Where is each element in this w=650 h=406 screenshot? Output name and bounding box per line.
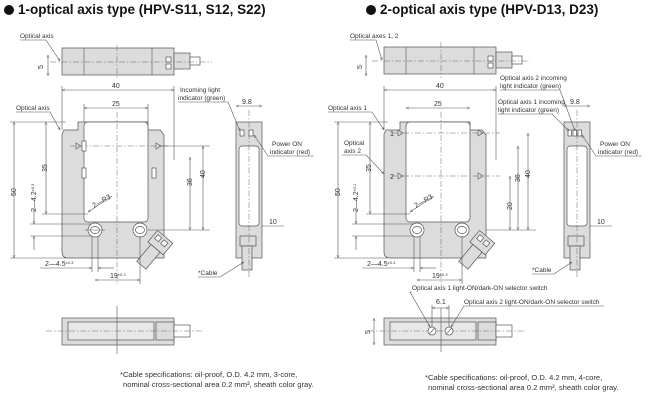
dim-10: 10 <box>269 219 277 226</box>
label-power-on-1-right: Power ON <box>600 141 630 148</box>
label-switch-axis-1: Optical axis 1 light-ON/dark-ON selector… <box>412 285 548 292</box>
bullet-icon <box>4 5 14 15</box>
dim-hole-4-2-tol-right: ±0.2 <box>352 183 357 192</box>
label-power-on-2-right: indicator (red) <box>598 149 638 156</box>
dim-19-tol: ±0.3 <box>118 272 127 277</box>
dim-50-right: 50 <box>335 188 342 196</box>
dim-36: 36 <box>187 178 194 186</box>
label-optical-axis-2b: axis 2 <box>344 148 361 155</box>
dim-40-width-right: 40 <box>436 83 444 90</box>
svg-text:2—4.5±0.3: 2—4.5±0.3 <box>367 260 396 268</box>
bullet-icon <box>366 5 376 15</box>
dim-hole-4-5-tol-right: ±0.3 <box>388 260 397 265</box>
left-bottom-view <box>46 306 204 354</box>
right-top-view: 5 Optical axes 1, 2 <box>350 33 530 78</box>
dim-hole-4-2: 2—4.2 <box>31 191 38 212</box>
left-cable-note: *Cable specifications: oil-proof, O.D. 4… <box>120 370 314 389</box>
svg-text:2—4.2±0.2: 2—4.2±0.2 <box>352 183 360 212</box>
dim-19: 19 <box>110 273 118 280</box>
right-front-view: 1 2 40 25 50 35 2—4.2±0.2 2—R3 <box>328 83 536 285</box>
dim-5-bottom: 5 <box>365 330 372 334</box>
label-axis1-indicator-1: Optical axis 1 incoming <box>498 99 565 106</box>
dim-9-8-right: 9.8 <box>570 99 580 106</box>
right-bottom-view: 5 6.1 Optical axis 1 light-ON/dark-ON se… <box>365 285 604 352</box>
axis-number-2: 2 <box>390 174 394 181</box>
svg-text:2—4.2±0.3: 2—4.2±0.3 <box>30 183 38 212</box>
dim-19-right: 19 <box>432 273 440 280</box>
right-cable-note: *Cable specifications: oil-proof, O.D. 4… <box>425 373 619 392</box>
svg-text:2—4.5±0.3: 2—4.5±0.3 <box>45 260 74 268</box>
dim-5-right: 5 <box>357 65 364 69</box>
label-cable-right: *Cable <box>532 267 552 274</box>
dim-20: 20 <box>507 202 514 210</box>
svg-text:19±0.3: 19±0.3 <box>432 272 448 280</box>
dim-hole-4-2-tol: ±0.3 <box>30 183 35 192</box>
dim-10-right: 10 <box>597 219 605 226</box>
label-power-on-1: Power ON <box>272 141 302 148</box>
right-note-line1: *Cable specifications: oil-proof, O.D. 4… <box>425 373 603 382</box>
label-optical-axes-top: Optical axes 1, 2 <box>350 33 399 40</box>
dim-25: 25 <box>112 101 120 108</box>
dim-19-tol-right: ±0.3 <box>440 272 449 277</box>
left-note-line1: *Cable specifications: oil-proof, O.D. 4… <box>120 370 298 379</box>
left-section-title: 1-optical axis type (HPV-S11, S12, S22) <box>4 2 266 17</box>
dim-hole-4-5-right: 2—4.5 <box>367 261 388 268</box>
dim-6-1: 6.1 <box>436 299 446 306</box>
dim-9-8: 9.8 <box>242 99 252 106</box>
dim-36-right: 36 <box>515 174 522 182</box>
left-note-line2: nominal cross-sectional area 0.2 mm², sh… <box>123 379 314 389</box>
dim-hole-4-5-tol: ±0.3 <box>66 260 75 265</box>
dim-40-width: 40 <box>112 83 120 90</box>
dim-25-right: 25 <box>434 101 442 108</box>
label-optical-axis-front: Optical axis <box>16 105 50 112</box>
right-note-line2: nominal cross-sectional area 0.2 mm², sh… <box>428 382 619 392</box>
label-axis2-indicator-2: light indicator (green) <box>500 83 561 90</box>
dim-50: 50 <box>11 188 18 196</box>
right-title-text: 2-optical axis type (HPV-D13, D23) <box>380 2 599 17</box>
label-optical-axis-2a: Optical <box>344 140 365 147</box>
label-incoming-light-1: Incoming light <box>180 87 220 94</box>
left-side-view: 9.8 10 Incoming light indicator (green) … <box>178 87 314 278</box>
label-axis1-indicator-2: light indicator (green) <box>498 107 559 114</box>
dim-35-right: 35 <box>366 164 373 172</box>
right-section-title: 2-optical axis type (HPV-D13, D23) <box>366 2 598 17</box>
label-incoming-light-2: indicator (green) <box>178 95 225 102</box>
dim-40-height-right: 40 <box>525 170 532 178</box>
label-optical-axis-1: Optical axis 1 <box>328 105 367 112</box>
dim-hole-4-5: 2—4.5 <box>45 261 66 268</box>
label-switch-axis-2: Optical axis 2 light-ON/dark-ON selector… <box>464 299 600 306</box>
label-optical-axis-top: Optical axis <box>20 33 54 40</box>
label-cable: *Cable <box>198 270 218 277</box>
dim-40-height: 40 <box>200 170 207 178</box>
right-side-view: 9.8 10 Optical axis 2 incoming light ind… <box>498 75 642 278</box>
left-front-view: 40 25 50 35 2—4.2±0.3 2—R3 2—4.5±0.3 19±… <box>10 83 210 285</box>
left-top-view: 5 Optical axis <box>20 33 212 78</box>
dim-hole-4-2-right: 2—4.2 <box>353 191 360 212</box>
dim-5: 5 <box>38 65 45 69</box>
axis-number-1: 1 <box>390 131 394 138</box>
left-title-text: 1-optical axis type (HPV-S11, S12, S22) <box>18 2 266 17</box>
label-axis2-indicator-1: Optical axis 2 incoming <box>500 75 567 82</box>
label-power-on-2: indicator (red) <box>270 149 310 156</box>
svg-text:19±0.3: 19±0.3 <box>110 272 126 280</box>
dim-35: 35 <box>42 164 49 172</box>
